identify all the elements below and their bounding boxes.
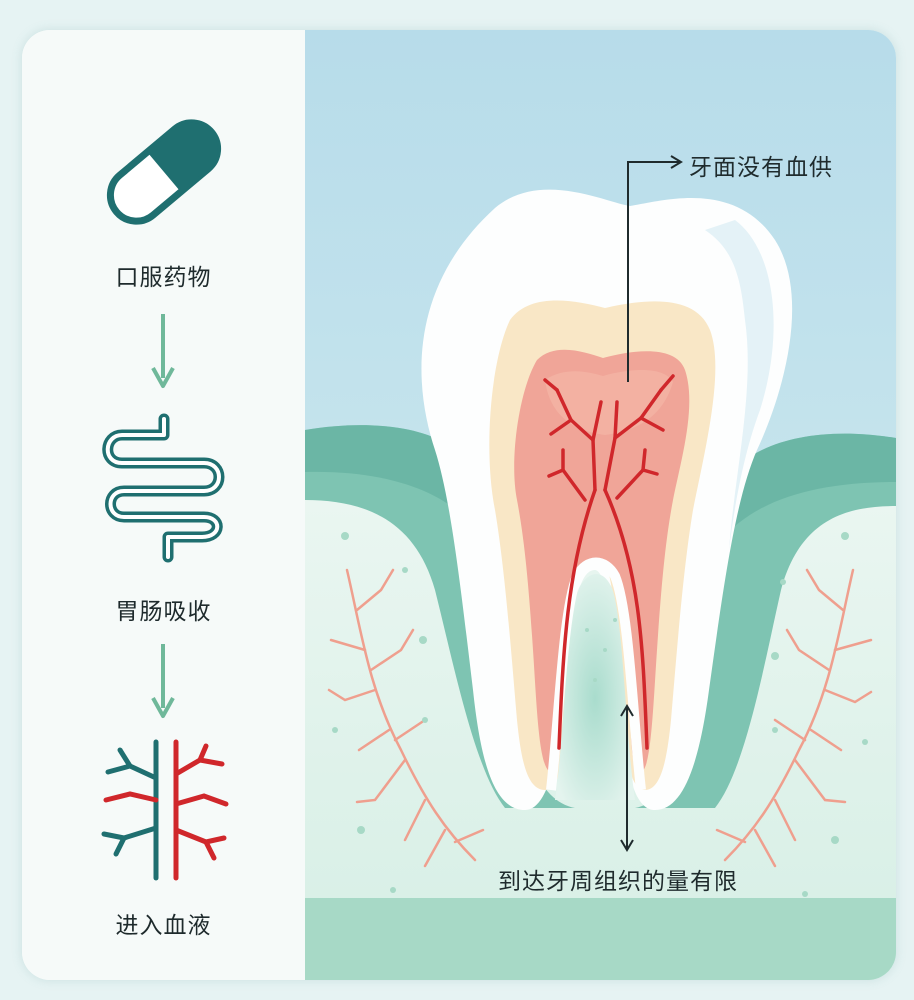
bottom-band bbox=[305, 898, 896, 980]
drug-pathway-panel: 口服药物 胃肠吸收 bbox=[22, 30, 305, 980]
infographic-card: 口服药物 胃肠吸收 bbox=[22, 30, 896, 980]
annotation-periodontium: 到达牙周组织的量有限 bbox=[498, 869, 738, 895]
crown-pointer bbox=[627, 155, 683, 382]
root-cavity bbox=[555, 574, 635, 800]
blood-vessel-icon bbox=[101, 739, 229, 881]
tooth-illustration bbox=[305, 30, 896, 980]
down-arrow-icon bbox=[151, 644, 175, 718]
tissue-dots bbox=[332, 532, 868, 897]
step-label-absorb: 胃肠吸收 bbox=[115, 599, 212, 625]
step-label-oral: 口服药物 bbox=[115, 265, 212, 291]
tissue-vessels-right bbox=[715, 568, 873, 868]
tooth-diagram-panel: 牙面没有血供 到达牙周组织的量有限 bbox=[305, 30, 896, 980]
capsule-icon bbox=[106, 119, 222, 225]
intestine-icon bbox=[102, 413, 225, 563]
supply-double-arrow bbox=[620, 704, 634, 852]
step-label-blood: 进入血液 bbox=[115, 913, 212, 939]
pulp-vessels bbox=[543, 374, 675, 750]
tissue-vessels-left bbox=[327, 568, 485, 868]
down-arrow-icon bbox=[151, 314, 175, 388]
annotation-crown: 牙面没有血供 bbox=[689, 155, 833, 181]
